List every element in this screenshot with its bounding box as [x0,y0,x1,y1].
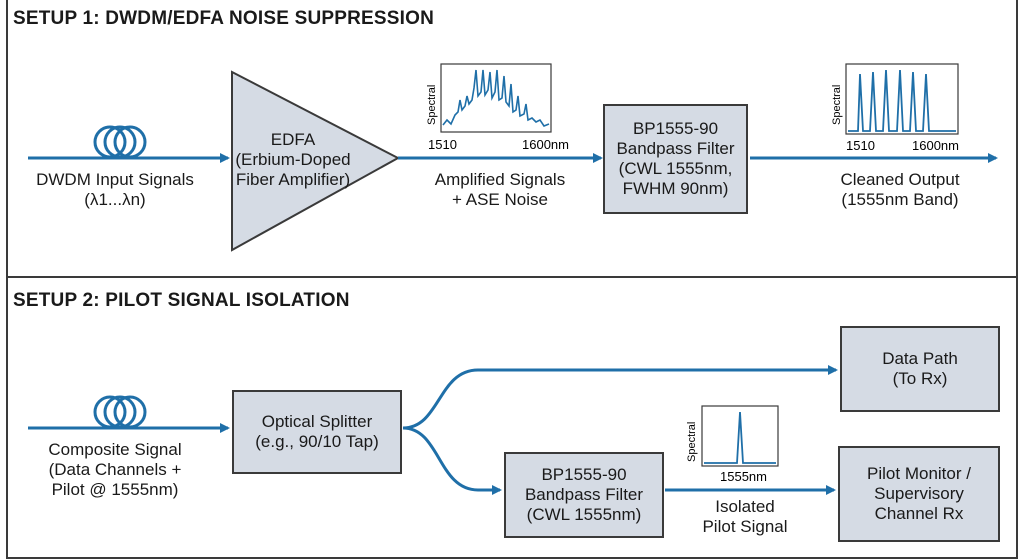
edfa-line2: (Erbium-Doped [235,150,351,169]
splitter-line1: Optical Splitter [261,412,373,431]
spectrum3-xlabel: 1555nm [720,469,767,484]
spectrum1-ylabel: Spectral [426,85,438,125]
monitor-line1: Pilot Monitor / [867,464,971,483]
setup1-title: SETUP 1: DWDM/EDFA NOISE SUPPRESSION [13,8,435,29]
data-path-branch [402,365,838,430]
filter2-line3: (CWL 1555nm) [526,505,642,524]
composite-line2: (Data Channels + [48,460,182,479]
setup2-title: SETUP 2: PILOT SIGNAL ISOLATION [13,290,350,311]
filter1-line1: BP1555-90 [632,119,719,138]
filter2-line2: Bandpass Filter [524,485,644,504]
isolated-line2: Pilot Signal [702,517,788,536]
composite-line1: Composite Signal [48,440,182,459]
amp-line2: + ASE Noise [452,190,548,209]
bp-filter-box-1: BP1555-90 Bandpass Filter (CWL 1555nm, F… [603,104,748,214]
setup1-panel [6,0,1018,278]
spectrum-plot-cleaned [845,63,959,135]
filter2-line1: BP1555-90 [541,465,627,484]
bp-filter-box-2: BP1555-90 Bandpass Filter (CWL 1555nm) [504,452,664,538]
input-label-line2: (λ1...λn) [84,190,146,209]
filter1-line2: Bandpass Filter [616,139,735,158]
filter1-line3: (CWL 1555nm, [618,159,733,178]
monitor-line3: Channel Rx [874,504,964,523]
input-label-line1: DWDM Input Signals [36,170,194,189]
spectrum2-xend: 1600nm [912,138,959,153]
output-line2: (1555nm Band) [841,190,959,209]
edfa-label: EDFA (Erbium-Doped Fiber Amplifier) [228,130,358,190]
composite-signal-label: Composite Signal (Data Channels + Pilot … [20,440,210,500]
amplified-signals-label: Amplified Signals + ASE Noise [410,170,590,210]
edfa-line3: Fiber Amplifier) [235,170,351,189]
spectrum1-xend: 1600nm [522,137,569,152]
isolated-line1: Isolated [715,497,775,516]
output-line1: Cleaned Output [840,170,960,189]
cleaned-output-label: Cleaned Output (1555nm Band) [815,170,985,210]
spectrum3-ylabel: Spectral [686,422,698,462]
monitor-line2: Supervisory [874,484,964,503]
spectrum-plot-pilot [701,405,779,467]
optical-splitter-box: Optical Splitter (e.g., 90/10 Tap) [232,390,402,474]
composite-line3: Pilot @ 1555nm) [51,480,179,499]
pilot-monitor-box: Pilot Monitor / Supervisory Channel Rx [838,446,1000,542]
spectrum1-xstart: 1510 [428,137,457,152]
amp-line1: Amplified Signals [434,170,566,189]
dwdm-input-label: DWDM Input Signals (λ1...λn) [20,170,210,210]
spectrum2-ylabel: Spectral [831,85,843,125]
setup2-panel [6,278,1018,559]
spectrum2-xstart: 1510 [846,138,875,153]
data-path-line1: Data Path [882,349,958,368]
data-path-line2: (To Rx) [892,369,948,388]
data-path-box: Data Path (To Rx) [840,326,1000,412]
splitter-line2: (e.g., 90/10 Tap) [255,432,379,451]
pilot-branch [402,426,502,495]
edfa-line1: EDFA [270,130,316,149]
fiber-coil-icon [93,395,147,429]
isolated-pilot-label: Isolated Pilot Signal [670,497,820,537]
edfa-amplifier-symbol [231,70,401,252]
spectrum-plot-noisy [440,63,552,133]
filter1-line4: FWHM 90nm) [622,179,729,198]
fiber-coil-icon [93,125,147,159]
